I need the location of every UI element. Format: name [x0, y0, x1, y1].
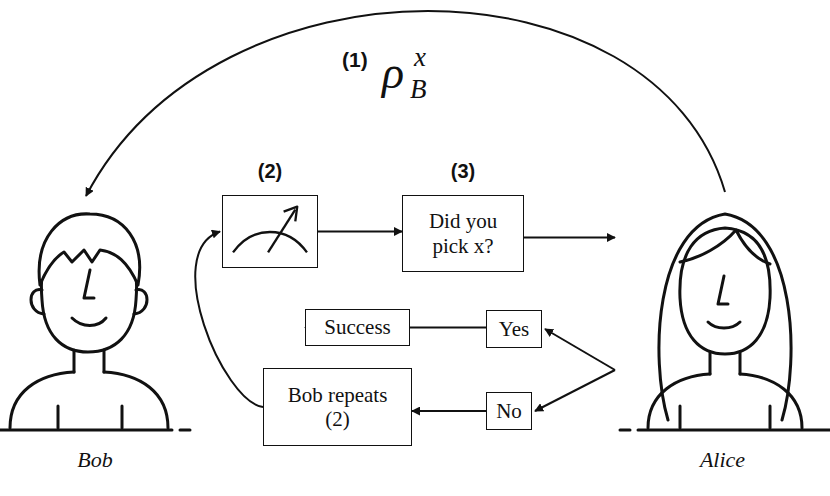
arrow-connector	[318, 231, 402, 233]
arrow-connector	[412, 410, 486, 412]
bob-figure	[0, 214, 190, 430]
step-number: (2)	[258, 160, 282, 183]
answer-box: Yes	[486, 310, 542, 348]
alice-person: Alice	[615, 198, 830, 480]
meter-icon	[223, 196, 317, 267]
box-text: Bob repeats (2)	[283, 383, 392, 431]
step-number: (1)	[342, 48, 368, 72]
arrow-connector	[86, 11, 725, 196]
measurement-box: (2)	[222, 195, 318, 268]
state-symbol: ρ	[382, 50, 404, 96]
result-box: Success	[305, 309, 410, 346]
alice-figure	[620, 214, 830, 430]
arrow-connector	[545, 329, 615, 370]
superscript: x	[414, 44, 426, 71]
arrow-connector	[535, 370, 615, 411]
bob-person: Bob	[0, 198, 190, 480]
question-box: (3)Did you pick x?	[402, 195, 524, 272]
box-text: Yes	[499, 317, 530, 341]
box-text: No	[496, 399, 522, 423]
box-text: Success	[324, 315, 391, 339]
answer-box: No	[486, 392, 532, 430]
person-name: Bob	[77, 447, 112, 480]
process-box: Bob repeats (2)	[263, 368, 412, 446]
subscript: B	[410, 76, 427, 103]
arrow-connector	[524, 237, 615, 239]
step-number: (3)	[451, 160, 475, 183]
box-text: Did you pick x?	[414, 209, 512, 257]
person-name: Alice	[700, 447, 745, 480]
